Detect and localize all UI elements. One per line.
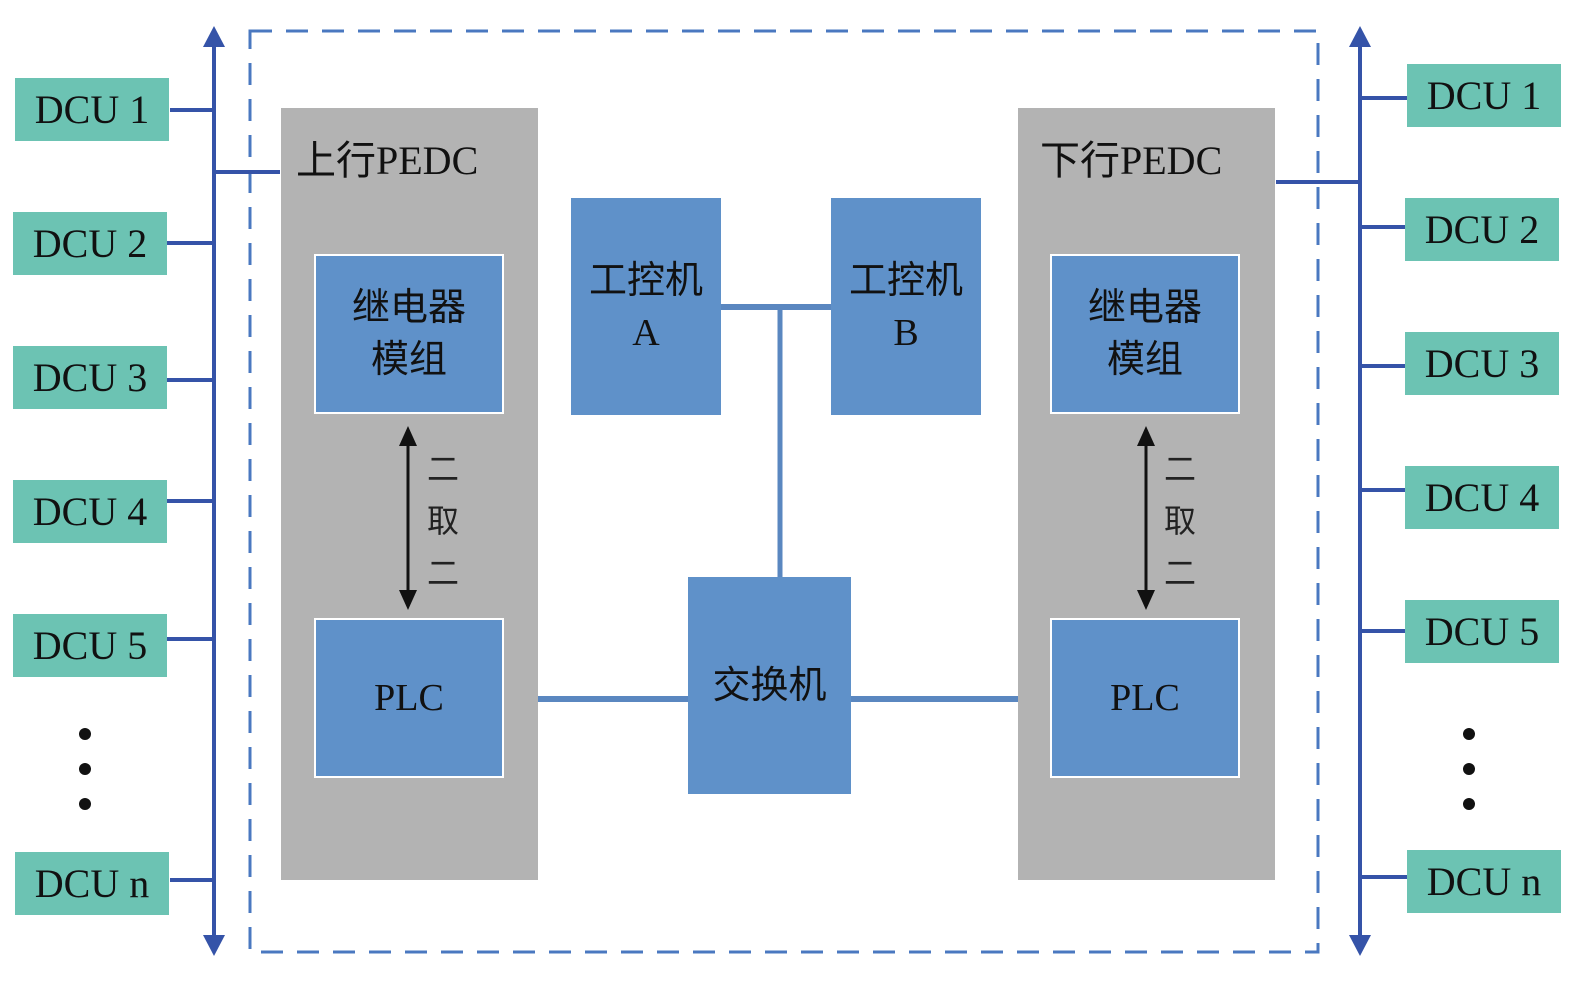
ipc-b[interactable]: 工控机 B (831, 198, 981, 415)
right-dcu-4[interactable]: DCU 4 (1405, 466, 1559, 529)
left-dcu-5[interactable]: DCU 5 (13, 614, 167, 677)
plc-label: PLC (1110, 677, 1180, 719)
ipc-a[interactable]: 工控机 A (571, 198, 721, 415)
dcu-label: DCU n (34, 861, 150, 906)
right-ellipsis-dot (1463, 798, 1475, 810)
right-bus-arrow-up-icon (1349, 26, 1371, 47)
down-redundancy-arrow-icon (1137, 426, 1155, 610)
ipc-label-line2: B (893, 312, 919, 354)
plc-label: PLC (374, 677, 444, 719)
relay-label-line1: 继电器 (1087, 287, 1202, 329)
dcu-label: DCU 3 (1424, 341, 1540, 386)
up-pedc-title: 上行PEDC (296, 138, 479, 183)
network-switch[interactable]: 交换机 (688, 577, 851, 794)
switch-label: 交换机 (712, 664, 827, 707)
right-dcu-1[interactable]: DCU 1 (1407, 64, 1561, 127)
left-ellipsis-dot (79, 763, 91, 775)
dcu-label: DCU 5 (1424, 609, 1540, 654)
down-plc[interactable]: PLC (1050, 618, 1240, 778)
left-bus-arrow-down-icon (203, 935, 225, 956)
up-redundancy-label: 二 取 二 (426, 451, 459, 591)
ipc-label-line1: 工控机 (588, 260, 703, 302)
pedc-system-boundary (248, 29, 1320, 954)
ipc-label-line2: A (632, 312, 660, 354)
left-ellipsis-dot (79, 728, 91, 740)
up-plc[interactable]: PLC (314, 618, 504, 778)
relay-label-line1: 继电器 (351, 287, 466, 329)
down-redundancy-label: 二 取 二 (1163, 451, 1196, 591)
right-bus-arrow-down-icon (1349, 935, 1371, 956)
left-ellipsis-dot (79, 798, 91, 810)
dcu-label: DCU 1 (1426, 73, 1542, 118)
down-pedc-title: 下行PEDC (1040, 138, 1223, 183)
left-dcu-3[interactable]: DCU 3 (13, 346, 167, 409)
dcu-label: DCU 2 (1424, 207, 1540, 252)
right-dcu-n[interactable]: DCU n (1407, 850, 1561, 913)
up-relay-module[interactable]: 继电器 模组 (314, 254, 504, 414)
ipc-label-line1: 工控机 (848, 260, 963, 302)
dcu-label: DCU n (1426, 859, 1542, 904)
left-dcu-2[interactable]: DCU 2 (13, 212, 167, 275)
right-dcu-2[interactable]: DCU 2 (1405, 198, 1559, 261)
left-bus-arrow-up-icon (203, 26, 225, 47)
relay-label-line2: 模组 (370, 339, 447, 381)
left-dcu-1[interactable]: DCU 1 (15, 78, 169, 141)
dcu-label: DCU 5 (32, 623, 148, 668)
right-ellipsis-dot (1463, 728, 1475, 740)
down-relay-module[interactable]: 继电器 模组 (1050, 254, 1240, 414)
dcu-label: DCU 1 (34, 87, 150, 132)
dcu-label: DCU 2 (32, 221, 148, 266)
left-dcu-n[interactable]: DCU n (15, 852, 169, 915)
up-redundancy-arrow-icon (399, 426, 417, 610)
right-ellipsis-dot (1463, 763, 1475, 775)
dcu-label: DCU 4 (1424, 475, 1540, 520)
right-dcu-5[interactable]: DCU 5 (1405, 600, 1559, 663)
right-dcu-3[interactable]: DCU 3 (1405, 332, 1559, 395)
left-dcu-4[interactable]: DCU 4 (13, 480, 167, 543)
dcu-label: DCU 4 (32, 489, 148, 534)
relay-label-line2: 模组 (1106, 339, 1183, 381)
dcu-label: DCU 3 (32, 355, 148, 400)
